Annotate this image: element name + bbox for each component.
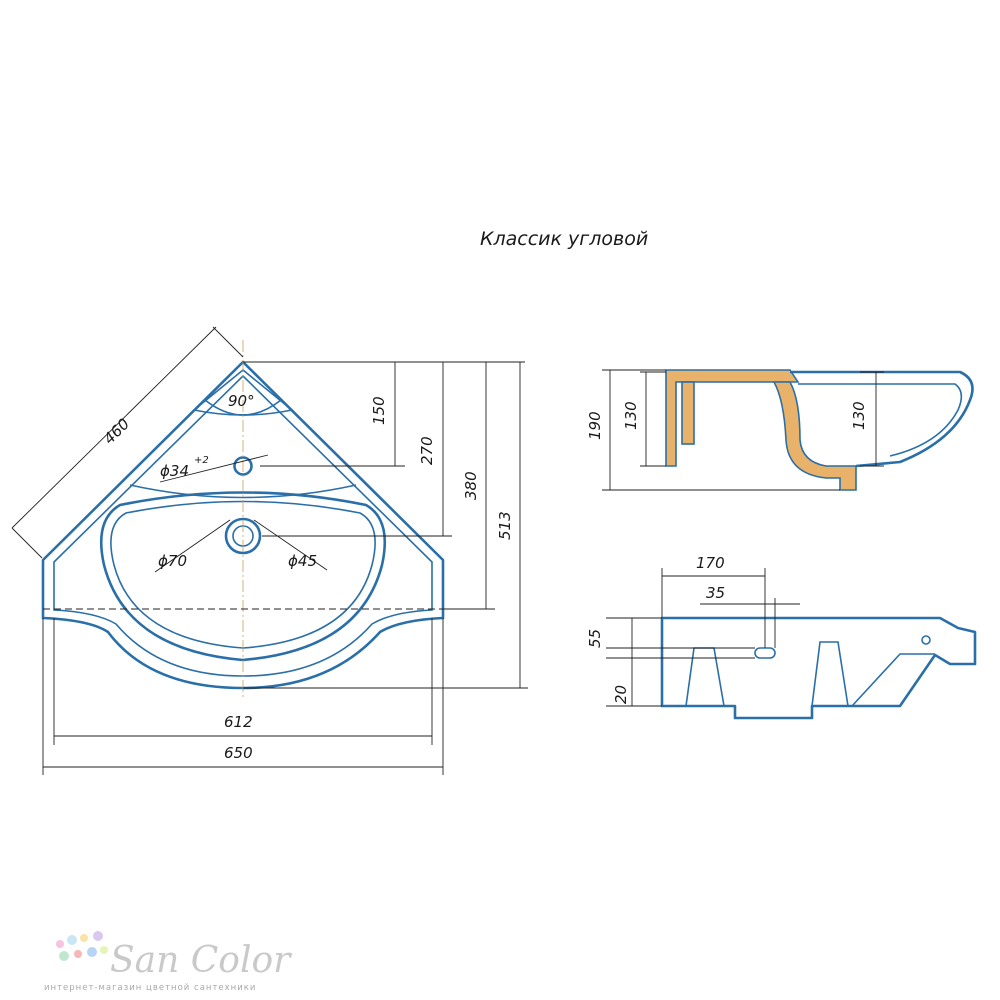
- tap-hole: [233, 456, 253, 476]
- front-slope: [851, 653, 935, 707]
- drain-outer: [224, 517, 262, 555]
- dim-130-left: 130: [622, 401, 640, 430]
- dim-drain-45: ϕ45: [288, 552, 317, 570]
- dim-190: 190: [586, 411, 604, 440]
- dim-55: 55: [586, 629, 604, 648]
- sancolor-logo: San Color интернет-магазин цветной санте…: [44, 931, 292, 993]
- shelf-curve: [129, 484, 357, 499]
- dim-170: 170: [696, 554, 725, 572]
- drawing-title: Классик угловой: [480, 228, 648, 250]
- logo-dot: [87, 947, 97, 957]
- dim-150: 150: [370, 396, 388, 425]
- dim-20: 20: [612, 685, 630, 704]
- logo-dot: [59, 951, 69, 961]
- dim-drain-70: ϕ70: [158, 552, 187, 570]
- front-outline: [660, 616, 977, 720]
- logo-dot: [100, 946, 108, 954]
- dim-460: 460: [100, 415, 133, 448]
- top-view: 460 90° ϕ34 +2 ϕ70 ϕ45 150 270 380 513 6…: [11, 326, 528, 775]
- bowl-outline: [100, 491, 386, 662]
- logo-name: San Color: [110, 940, 292, 981]
- logo-dot: [80, 934, 88, 942]
- dim-hole-34: ϕ34: [160, 462, 189, 480]
- logo-dot: [56, 940, 64, 948]
- section-basin-wall: [772, 381, 857, 491]
- logo-dot: [93, 931, 103, 941]
- logo-dots: [56, 931, 108, 961]
- front-view: 170 35 55 20: [586, 554, 977, 720]
- dim-513: 513: [496, 511, 514, 540]
- section-bowl-inner: [798, 383, 963, 457]
- section-bowl: [790, 370, 974, 468]
- dim-612: 612: [224, 713, 253, 731]
- front-tap-hole: [921, 635, 931, 645]
- dim-270: 270: [418, 436, 436, 465]
- dim-130-right: 130: [850, 401, 868, 430]
- dim-hole-34-tol: +2: [194, 455, 209, 466]
- logo-tagline: интернет-магазин цветной сантехники: [44, 983, 256, 993]
- logo-dot: [67, 935, 77, 945]
- front-leg-left: [685, 647, 725, 707]
- bowl-inner: [110, 500, 376, 649]
- dim-650: 650: [224, 744, 253, 762]
- front-leg-right: [811, 641, 849, 707]
- logo-dot: [74, 950, 82, 958]
- dim-35: 35: [706, 584, 725, 602]
- dim-angle: 90°: [228, 392, 255, 410]
- side-section: 190 130 130: [586, 369, 974, 491]
- dim-380: 380: [462, 471, 480, 500]
- section-rib: [681, 381, 695, 445]
- front-overflow-slot: [754, 647, 776, 659]
